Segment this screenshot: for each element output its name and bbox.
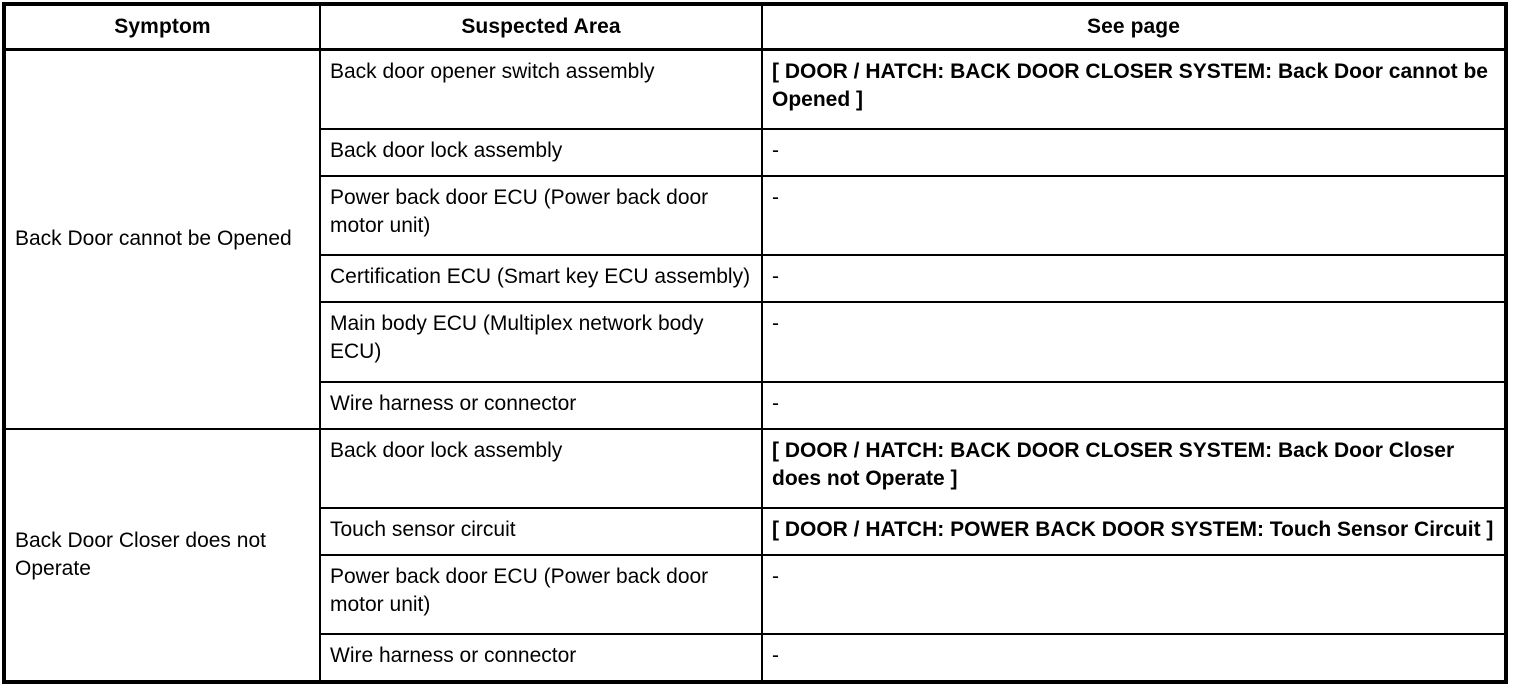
see-page-reference-link[interactable]: [ DOOR / HATCH: BACK DOOR CLOSER SYSTEM:… xyxy=(762,427,1504,508)
suspected-area-cell: Back door opener switch assembly xyxy=(320,49,763,130)
column-header-suspected-area: Suspected Area xyxy=(320,6,763,51)
column-header-symptom: Symptom xyxy=(6,6,321,51)
see-page-reference-link[interactable]: [ DOOR / HATCH: POWER BACK DOOR SYSTEM: … xyxy=(762,506,1504,555)
symptom-cell: Back Door cannot be Opened xyxy=(6,49,321,429)
suspected-area-cell: Touch sensor circuit xyxy=(320,506,763,555)
header-row: Symptom Suspected Area See page xyxy=(6,6,1504,51)
table-header: Symptom Suspected Area See page xyxy=(6,6,1504,51)
suspected-area-cell: Back door lock assembly xyxy=(320,427,763,508)
see-page-cell: - xyxy=(762,380,1504,429)
table-row: Power back door ECU (Power back door mot… xyxy=(6,553,1504,635)
suspected-area-cell: Power back door ECU (Power back door mot… xyxy=(320,175,763,256)
see-page-cell: - xyxy=(762,128,1504,177)
suspected-area-cell: Power back door ECU (Power back door mot… xyxy=(320,553,763,635)
troubleshooting-table-frame: Symptom Suspected Area See page Back Doo… xyxy=(2,2,1508,684)
see-page-cell: - xyxy=(762,254,1504,303)
see-page-reference-link[interactable]: [ DOOR / HATCH: BACK DOOR CLOSER SYSTEM:… xyxy=(772,60,1488,111)
table-row: Touch sensor circuit[ DOOR / HATCH: POWE… xyxy=(6,506,1504,555)
column-header-see-page: See page xyxy=(762,6,1504,51)
table-row: Main body ECU (Multiplex network body EC… xyxy=(6,301,1504,382)
see-page-cell: - xyxy=(762,553,1504,635)
symptom-cell: Back Door Closer does not Operate xyxy=(6,427,321,680)
suspected-area-cell: Back door lock assembly xyxy=(320,128,763,177)
troubleshooting-table: Symptom Suspected Area See page Back Doo… xyxy=(6,6,1504,680)
suspected-area-cell: Wire harness or connector xyxy=(320,633,763,680)
table-row: Back door lock assembly- xyxy=(6,128,1504,177)
see-page-cell: - xyxy=(762,633,1504,680)
suspected-area-cell: Wire harness or connector xyxy=(320,380,763,429)
table-row: Power back door ECU (Power back door mot… xyxy=(6,175,1504,256)
table-row: Wire harness or connector- xyxy=(6,380,1504,429)
see-page-cell: - xyxy=(762,175,1504,256)
suspected-area-cell: Main body ECU (Multiplex network body EC… xyxy=(320,301,763,382)
suspected-area-cell: Certification ECU (Smart key ECU assembl… xyxy=(320,254,763,303)
table-row: Wire harness or connector- xyxy=(6,633,1504,680)
see-page-cell: - xyxy=(762,301,1504,382)
table-row: Certification ECU (Smart key ECU assembl… xyxy=(6,254,1504,303)
